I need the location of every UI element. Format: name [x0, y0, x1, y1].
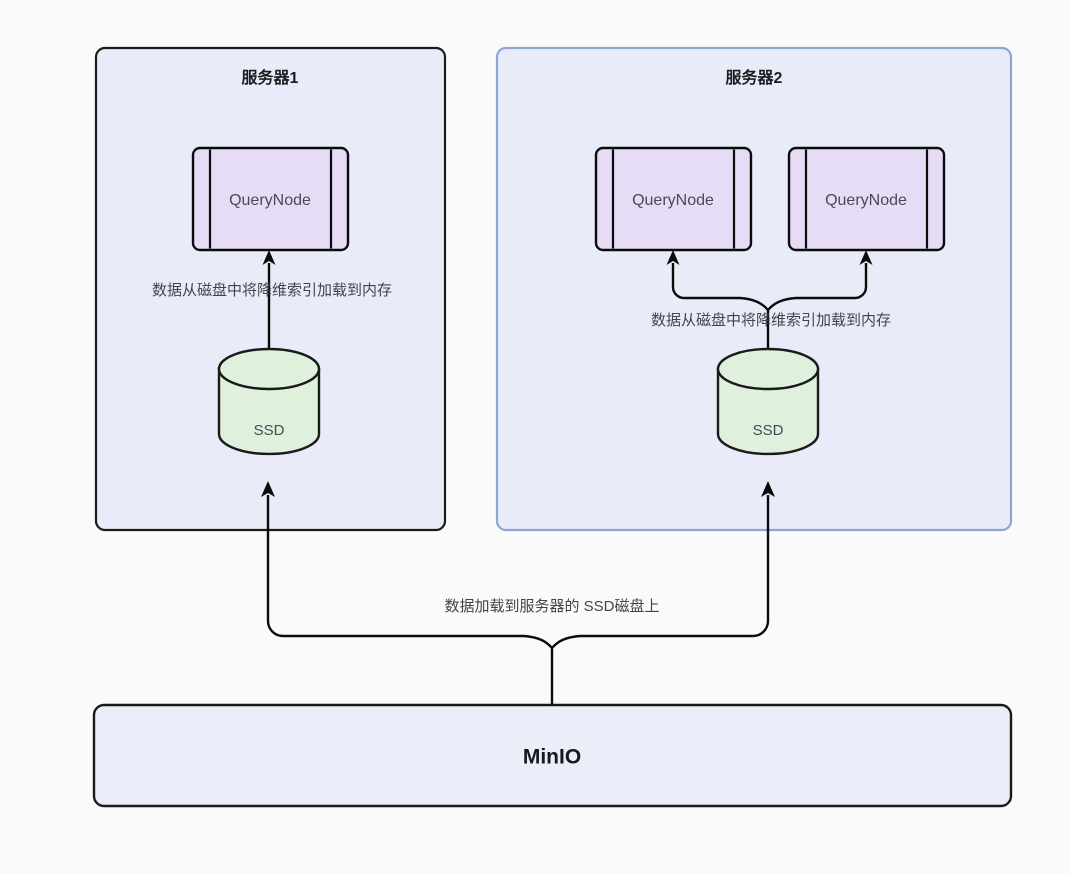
- querynode-label: QueryNode: [229, 192, 311, 209]
- minio-container[interactable]: MinIO: [92, 703, 1013, 808]
- server1-internal-edge-label: 数据从磁盘中将降维索引加载到内存: [152, 281, 392, 299]
- server1-box[interactable]: [94, 46, 447, 532]
- edge-arrowhead-right-icon: [761, 481, 775, 497]
- edge-branch-right: [551, 495, 770, 649]
- edge-arrowhead-left-icon: [261, 481, 275, 497]
- querynode-body[interactable]: [191, 146, 350, 252]
- ssd-label: SSD: [753, 422, 784, 439]
- edge-arrowhead-right-icon: [859, 250, 873, 265]
- server2-ssd[interactable]: SSD: [716, 347, 820, 456]
- server2-querynode-1[interactable]: QueryNode: [787, 146, 946, 252]
- server2-querynode-0[interactable]: QueryNode: [594, 146, 753, 252]
- querynode-label: QueryNode: [632, 192, 714, 209]
- server2-internal-edge-label: 数据从磁盘中将降维索引加载到内存: [651, 311, 891, 329]
- querynode-body[interactable]: [594, 146, 753, 252]
- ssd-cylinder-body[interactable]: [217, 367, 321, 456]
- edge-branch-left: [266, 495, 553, 649]
- ssd-label: SSD: [254, 422, 285, 439]
- edge-branch-left: [671, 263, 769, 311]
- server2-title: 服务器2: [726, 68, 783, 87]
- ssd-cylinder-top: [716, 347, 820, 391]
- querynode-label: QueryNode: [825, 192, 907, 209]
- server2-box[interactable]: [495, 46, 1013, 532]
- querynode-body[interactable]: [787, 146, 946, 252]
- minio-edge-label: 数据加载到服务器的 SSD磁盘上: [444, 597, 659, 615]
- server1-querynode-0[interactable]: QueryNode: [191, 146, 350, 252]
- minio-label: MinIO: [523, 746, 581, 769]
- ssd-cylinder-top: [217, 347, 321, 391]
- server1-ssd[interactable]: SSD: [217, 347, 321, 456]
- ssd-cylinder-body[interactable]: [716, 367, 820, 456]
- server1-container[interactable]: 服务器1: [94, 46, 447, 532]
- server1-title: 服务器1: [242, 68, 299, 87]
- edge-arrowhead-icon: [262, 250, 276, 265]
- minio-to-ssd-edge: [261, 481, 775, 705]
- edge-arrowhead-left-icon: [666, 250, 680, 265]
- server2-container[interactable]: 服务器2: [495, 46, 1013, 532]
- server2-internal-edge: [666, 250, 873, 349]
- edge-branch-right: [767, 263, 868, 311]
- server1-internal-edge: [262, 250, 276, 349]
